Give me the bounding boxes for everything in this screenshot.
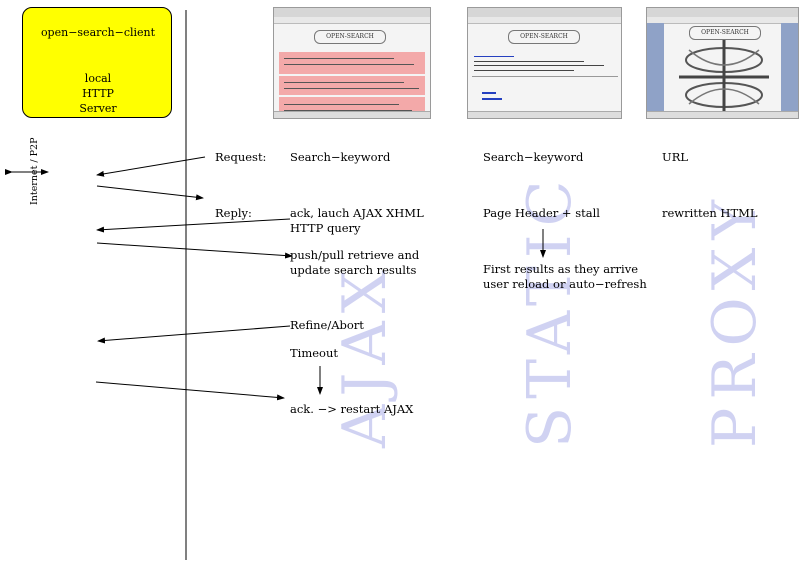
ajax-restart-text: ack. −> restart AJAX xyxy=(290,402,414,416)
proxy-request-text: URL xyxy=(662,150,688,164)
ajax-timeout-text: Timeout xyxy=(290,346,339,360)
ajax-request-text: Search−keyword xyxy=(290,150,391,164)
thumbnail-static: OPEN-SEARCH xyxy=(467,7,622,119)
thumbnail-ajax: OPEN-SEARCH xyxy=(273,7,431,119)
static-reply-text: Page Header + stall xyxy=(483,206,600,220)
static-request-text: Search−keyword xyxy=(483,150,584,164)
thumbnail-static-logo: OPEN-SEARCH xyxy=(508,30,580,44)
proxy-reply-text: rewritten HTML xyxy=(662,206,758,220)
highway-interchange-image xyxy=(679,40,769,114)
reply-label: Reply: xyxy=(215,206,252,220)
static-results-text: First results as they arrive user reload… xyxy=(483,262,647,291)
thumbnail-ajax-logo: OPEN-SEARCH xyxy=(314,30,386,44)
ajax-push-text: push/pull retrieve and update search res… xyxy=(290,248,420,277)
ajax-reply-text: ack, lauch AJAX XHML HTTP query xyxy=(290,206,424,235)
thumbnail-proxy-logo: OPEN-SEARCH xyxy=(689,26,761,40)
server-box: open−search−client local HTTP Server xyxy=(22,7,172,118)
thumbnail-proxy: OPEN-SEARCH xyxy=(646,7,799,119)
ajax-refine-text: Refine/Abort xyxy=(290,318,364,332)
server-title: open−search−client xyxy=(40,26,156,39)
server-subtitle: local HTTP Server xyxy=(79,72,117,115)
network-label: Internet / P2P xyxy=(29,137,40,205)
request-label: Request: xyxy=(215,150,267,164)
